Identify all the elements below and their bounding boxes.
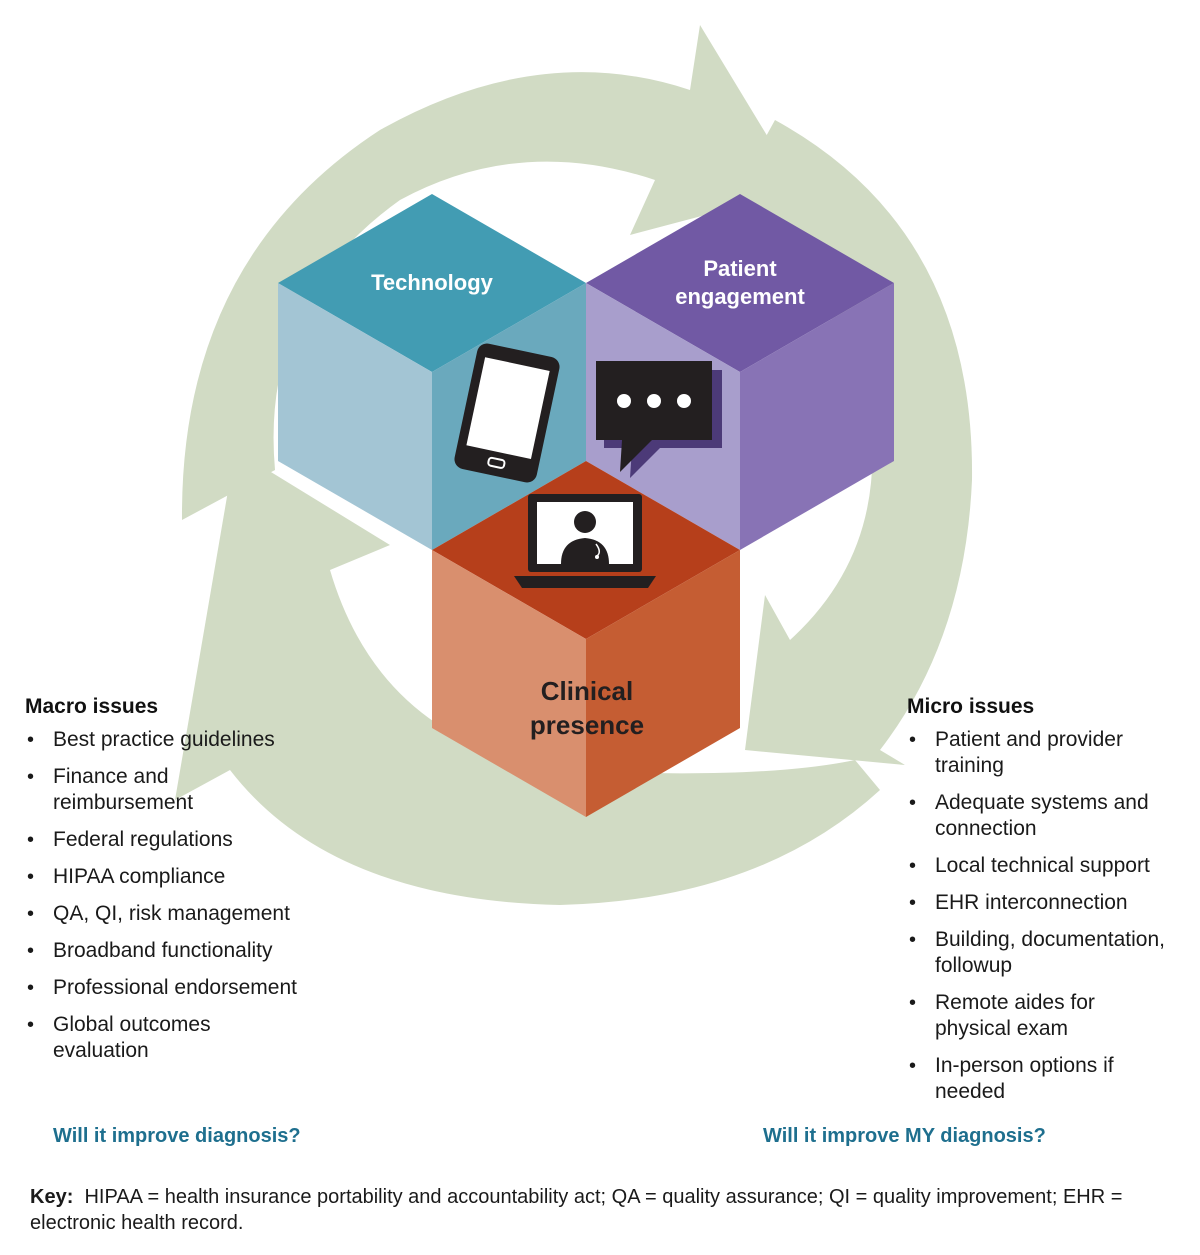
clinical-cube-right	[586, 550, 740, 817]
list-item: In-person options if needed	[907, 1053, 1135, 1105]
macro-issues-title: Macro issues	[25, 695, 159, 718]
macro-issues-list: Best practice guidelines Finance and rei…	[25, 727, 335, 1064]
tablet-icon	[454, 343, 560, 483]
key-text: HIPAA = health insurance portability and…	[30, 1186, 1123, 1234]
list-item: Patient and provider training	[907, 727, 1150, 779]
list-item: HIPAA compliance	[25, 864, 335, 890]
list-item: EHR interconnection	[907, 890, 1192, 916]
list-item: Broadband functionality	[25, 938, 335, 964]
list-item: Remote aides for physical exam	[907, 990, 1120, 1042]
micro-issues-title: Micro issues	[907, 695, 1035, 718]
list-item: Building, documentation, followup	[907, 927, 1190, 979]
key-label: Key:	[30, 1186, 74, 1208]
list-item: QA, QI, risk management	[25, 901, 335, 927]
list-item: Global outcomes evaluation	[25, 1012, 243, 1064]
list-item: Finance and reimbursement	[25, 764, 213, 816]
list-item: Adequate systems and connection	[907, 790, 1175, 842]
patient-cube-right	[740, 283, 894, 550]
macro-issues-panel: Macro issues Best practice guidelines Fi…	[25, 695, 335, 1075]
cycle-arrows	[175, 25, 973, 905]
technology-cube-left	[278, 283, 432, 550]
chat-bubble-icon	[596, 361, 722, 478]
clinical-presence-label-line1: Clinical	[541, 676, 633, 706]
cycle-arrow-right	[720, 120, 973, 765]
cycle-arrow-bottom-left	[175, 450, 880, 905]
list-item: Federal regulations	[25, 827, 335, 853]
micro-question: Will it improve MY diagnosis?	[763, 1125, 1046, 1147]
patient-engagement-label-line2: engagement	[675, 284, 805, 309]
cycle-arrow-top	[181, 25, 800, 520]
clinical-presence-label-line2: presence	[530, 710, 644, 740]
technology-label: Technology	[371, 270, 494, 295]
macro-question: Will it improve diagnosis?	[53, 1125, 301, 1147]
clinical-cube-left	[432, 550, 586, 817]
micro-issues-panel: Micro issues Patient and provider traini…	[907, 695, 1192, 1116]
micro-issues-list: Patient and provider training Adequate s…	[907, 727, 1192, 1105]
list-item: Local technical support	[907, 853, 1192, 879]
laptop-doctor-icon	[514, 494, 656, 588]
key-legend: Key: HIPAA = health insurance portabilit…	[30, 1184, 1150, 1236]
list-item: Best practice guidelines	[25, 727, 335, 753]
patient-engagement-label-line1: Patient	[703, 256, 777, 281]
list-item: Professional endorsement	[25, 975, 335, 1001]
